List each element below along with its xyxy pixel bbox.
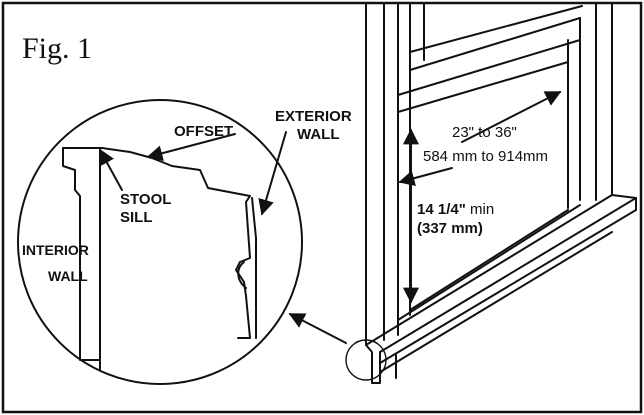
detail-circle <box>17 99 303 385</box>
exterior-wall-arrow <box>258 131 287 216</box>
stool-label-line1: STOOL <box>120 191 171 208</box>
sill-profile <box>62 147 257 371</box>
offset-arrow <box>146 133 236 162</box>
stool-sill-arrow <box>99 148 123 191</box>
width-imperial-label: 23" to 36" <box>452 124 517 141</box>
detail-callout-arrow <box>288 313 347 344</box>
window-frame <box>345 2 637 384</box>
interior-label-line2: WALL <box>48 268 88 284</box>
exterior-label-line2: WALL <box>297 126 340 143</box>
exterior-label-line1: EXTERIOR <box>275 108 352 125</box>
width-dimension <box>398 91 562 186</box>
height-imperial-suffix: min <box>466 201 494 218</box>
offset-label: OFFSET <box>174 123 233 140</box>
stool-label-line2: SILL <box>120 209 153 226</box>
height-metric-label: (337 mm) <box>417 220 483 237</box>
figure-title: Fig. 1 <box>22 32 92 65</box>
height-imperial-value: 14 1/4" <box>417 201 466 218</box>
height-imperial-label: 14 1/4" min <box>417 201 494 218</box>
interior-label-line1: INTERIOR <box>22 242 89 258</box>
detail-zoom-circle <box>345 339 387 381</box>
width-metric-label: 584 mm to 914mm <box>423 148 548 165</box>
